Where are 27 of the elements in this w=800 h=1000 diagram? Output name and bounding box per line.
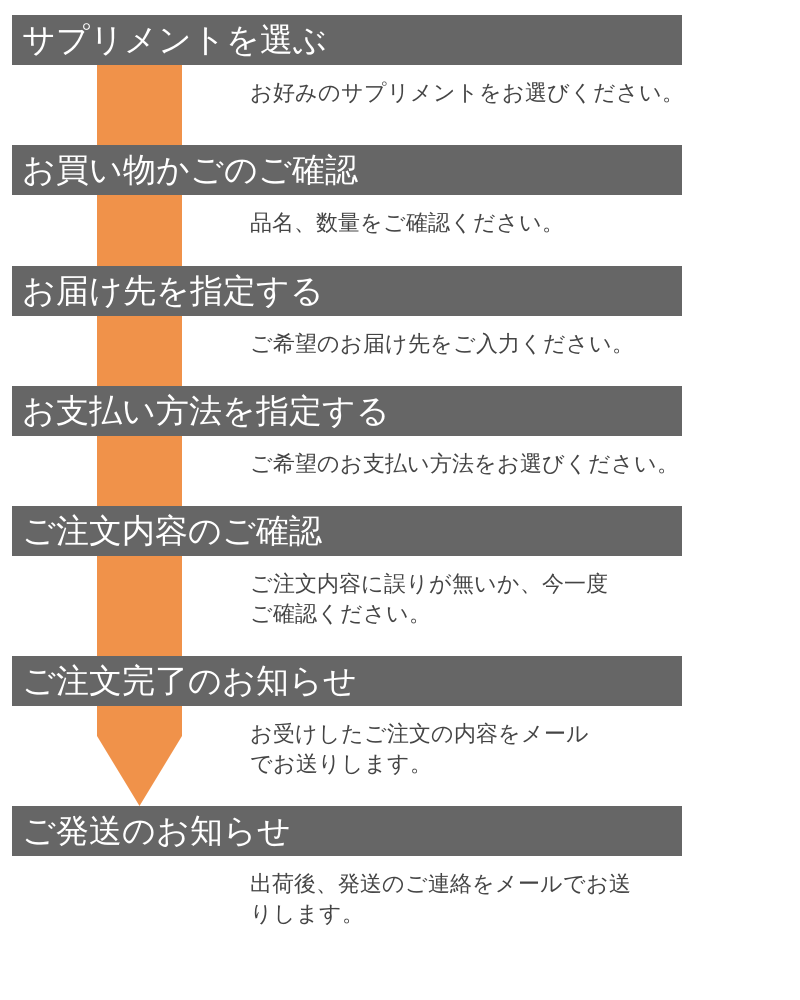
step-title: ご発送のお知らせ: [22, 812, 291, 850]
step-title: お届け先を指定する: [22, 272, 324, 310]
step-description: 品名、数量をご確認ください。: [250, 210, 565, 238]
step-title: ご注文完了のお知らせ: [22, 662, 357, 700]
flow-arrow-shaft: [97, 436, 182, 506]
flow-arrow-shaft: [97, 316, 182, 386]
step-band: [12, 15, 682, 65]
step-description: お受けしたご注文の内容をメールでお送りします。: [250, 721, 590, 779]
step-band: [12, 506, 682, 556]
step-band: [12, 806, 682, 856]
flow-arrow-shaft: [97, 195, 182, 266]
step-title: お買い物かごのご確認: [22, 151, 358, 189]
flow-arrow-shaft: [97, 556, 182, 656]
step-description: 出荷後、発送のご連絡をメールでお送りします。: [250, 871, 632, 929]
step-band: [12, 656, 682, 706]
step-band: [12, 266, 682, 316]
step-description: ご希望のお届け先をご入力ください。: [250, 331, 635, 359]
step-title: サプリメントを選ぶ: [22, 21, 327, 59]
step-description: ご注文内容に誤りが無いか、今一度ご確認ください。: [250, 571, 609, 629]
flow-arrow: [97, 706, 182, 806]
step-band: [12, 145, 682, 195]
step-description: ご希望のお支払い方法をお選びください。: [250, 451, 680, 479]
step-description: お好みのサプリメントをお選びください。: [250, 80, 685, 108]
step-title: ご注文内容のご確認: [22, 512, 322, 550]
step-title: お支払い方法を指定する: [22, 392, 390, 430]
flow-arrow-shaft: [97, 65, 182, 145]
step-band: [12, 386, 682, 436]
